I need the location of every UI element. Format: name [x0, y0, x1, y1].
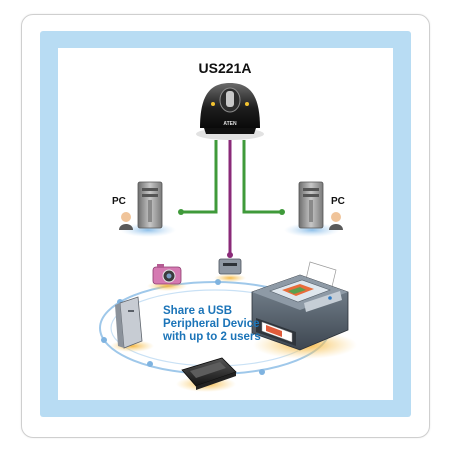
right-user-icon: [329, 212, 343, 230]
share-caption: Share a USB Peripheral Device with up to…: [163, 305, 273, 344]
right-pc: [284, 181, 343, 237]
left-user-icon: [119, 212, 133, 230]
right-pc-cable: [242, 140, 282, 214]
left-pc-cable: [181, 140, 218, 214]
external-drive: [110, 296, 154, 352]
left-cable-end: [178, 209, 184, 215]
camera: [147, 264, 187, 291]
left-pc-label: PC: [112, 196, 126, 207]
usb-hub: [214, 258, 246, 282]
right-cable-end: [279, 209, 285, 215]
device-title: US221A: [198, 60, 252, 76]
share-caption-line-2: Peripheral Device: [163, 318, 260, 330]
aten-badge: ATEN: [223, 121, 237, 127]
share-caption-line-1: Share a USB: [163, 305, 233, 317]
right-pc-label: PC: [331, 196, 345, 207]
ring-nodes: [101, 279, 265, 375]
pc-cables: [178, 140, 285, 215]
us221a-switch: ATEN: [196, 83, 264, 140]
share-caption-line-3: with up to 2 users: [163, 331, 261, 343]
left-pc: [119, 181, 176, 237]
switch-button: [226, 91, 234, 107]
card-reader: [176, 357, 237, 392]
usb-cable-end: [227, 252, 233, 258]
printer: [251, 261, 357, 359]
